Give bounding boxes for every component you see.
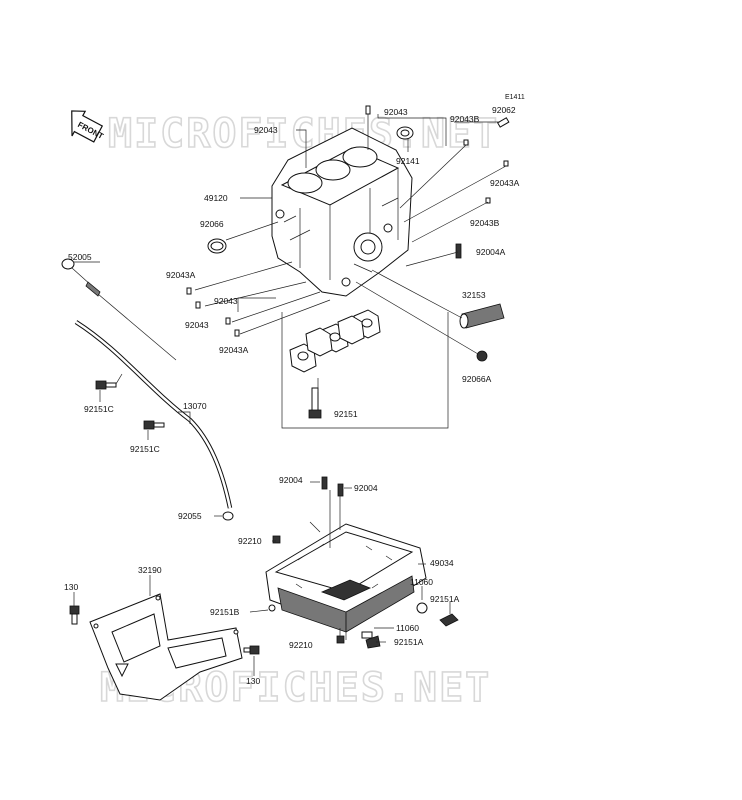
leader-lines-guard	[73, 575, 255, 676]
bolt-92151c-2	[143, 420, 165, 430]
bolt-130-top	[69, 605, 80, 625]
label-92151[interactable]: 92151	[334, 409, 358, 419]
dowel-92043a-low	[234, 329, 240, 337]
bolt-92151	[308, 387, 322, 419]
label-32190[interactable]: 32190	[138, 565, 162, 575]
label-92062[interactable]: 92062	[492, 105, 516, 115]
stud-92004-1	[321, 476, 328, 490]
label-92043-left[interactable]: 92043	[254, 125, 278, 135]
stud-92004-2	[337, 483, 344, 497]
guard-32190	[89, 593, 243, 701]
bearing-cap-frame	[281, 312, 449, 429]
label-130-top[interactable]: 130	[64, 582, 78, 592]
label-92210-low[interactable]: 92210	[289, 640, 313, 650]
label-49034[interactable]: 49034	[430, 558, 454, 568]
bolt-92151c-1	[95, 380, 117, 390]
label-92043a-right[interactable]: 92043A	[490, 178, 520, 188]
leader-lines-pan	[249, 481, 451, 643]
dowel-92043a-right	[503, 160, 509, 167]
washer-11060-right	[416, 602, 428, 614]
label-92043b-top[interactable]: 92043B	[450, 114, 480, 124]
label-11060-low[interactable]: 11060	[396, 623, 419, 633]
label-92151a-low[interactable]: 92151A	[394, 637, 424, 647]
dowel-92043-top	[365, 105, 371, 115]
label-92043b-right[interactable]: 92043B	[470, 218, 500, 228]
label-92004-1[interactable]: 92004	[279, 475, 303, 485]
figure-code: E1411	[505, 94, 525, 101]
leader-lines-tube	[99, 373, 222, 517]
label-92043a-left[interactable]: 92043A	[166, 270, 196, 280]
nut-92210-top	[272, 535, 281, 544]
label-92055[interactable]: 92055	[178, 511, 202, 521]
dowel-92043-low	[225, 317, 231, 325]
label-92066a[interactable]: 92066A	[462, 374, 492, 384]
label-92043-mid[interactable]: 92043	[214, 296, 238, 306]
dowel-92043b-top	[463, 139, 469, 146]
dipstick-tube-13070	[74, 320, 234, 521]
label-11060-right[interactable]: 11060	[410, 577, 433, 587]
bolt-92151a-low	[365, 635, 381, 649]
pipe-32153	[459, 303, 505, 329]
oring-92066a	[476, 350, 488, 362]
dowel-92043-mid	[195, 301, 201, 309]
part-labels: 92043 92062 92043B 92043 92141 92043A 49…	[64, 105, 520, 686]
stud-92004a	[455, 243, 462, 259]
front-arrow-icon: FRONT	[71, 110, 105, 143]
label-130-low[interactable]: 130	[246, 676, 260, 686]
label-92043-low[interactable]: 92043	[185, 320, 209, 330]
dowel-92043a-left	[186, 287, 192, 295]
label-52005[interactable]: 52005	[68, 252, 92, 262]
label-49120[interactable]: 49120	[204, 193, 228, 203]
label-92151b[interactable]: 92151B	[210, 607, 240, 617]
label-92210-top[interactable]: 92210	[238, 536, 262, 546]
washer-11060-low	[361, 631, 373, 639]
label-92151a-right[interactable]: 92151A	[430, 594, 460, 604]
oring-92066	[207, 238, 227, 254]
label-92141[interactable]: 92141	[396, 156, 420, 166]
nut-92210-low	[336, 635, 345, 644]
dipstick-52005	[61, 258, 177, 361]
label-92151c-2[interactable]: 92151C	[130, 444, 160, 454]
label-92043a-low[interactable]: 92043A	[219, 345, 249, 355]
bearing-caps	[289, 309, 381, 373]
seal-92141	[396, 126, 414, 140]
label-92151c-1[interactable]: 92151C	[84, 404, 114, 414]
label-32153[interactable]: 32153	[462, 290, 486, 300]
leader-lines-upper	[194, 114, 507, 392]
bolt-130-low	[243, 645, 260, 655]
label-92066[interactable]: 92066	[200, 219, 224, 229]
label-13070[interactable]: 13070	[183, 401, 207, 411]
label-92004-2[interactable]: 92004	[354, 483, 378, 493]
crankcase-block	[271, 127, 413, 297]
bolt-92151a-right	[439, 613, 459, 627]
plug-92062	[496, 117, 510, 128]
label-92043-top[interactable]: 92043	[384, 107, 408, 117]
dowel-92043b-right	[485, 197, 491, 204]
label-92004a[interactable]: 92004A	[476, 247, 506, 257]
